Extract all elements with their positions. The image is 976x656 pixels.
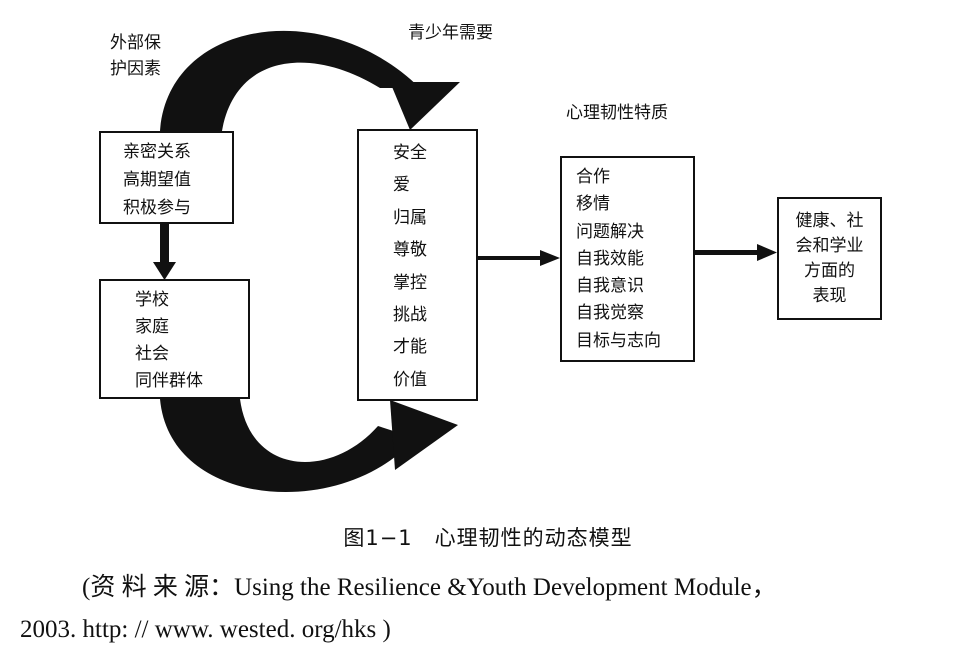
list-item: 尊敬: [393, 240, 427, 261]
list-item: 积极参与: [123, 198, 191, 218]
label-youth-needs: 青少年需要: [408, 23, 493, 43]
list-item: 挑战: [393, 305, 427, 326]
list-item: 掌控: [393, 272, 427, 293]
list-item: 移情: [576, 194, 610, 215]
list-item: 同伴群体: [135, 371, 203, 391]
contexts-box: 学校 家庭 社会 同伴群体: [99, 279, 250, 399]
list-item: 合作: [576, 167, 610, 187]
list-item: 自我觉察: [576, 303, 644, 324]
down-arrow: [153, 224, 176, 280]
bottom-cycle-arrow: [160, 399, 458, 493]
list-item: 社会: [135, 344, 169, 364]
list-item: 自我意识: [576, 276, 644, 297]
label-external-protective-factors: 外部保 护因素: [110, 33, 161, 79]
youth-needs-box: 安全 爱 归属 尊敬 掌控 挑战 才能 价值: [357, 129, 478, 401]
arrow-traits-to-outcomes: [695, 244, 777, 261]
source-line-1: (资 料 来 源：Using the Resilience &Youth Dev…: [82, 574, 777, 601]
list-item: 安全: [393, 143, 427, 163]
list-item: 健康、社: [795, 211, 864, 231]
resilience-traits-box: 合作 移情 问题解决 自我效能 自我意识 自我觉察 目标与志向: [560, 156, 695, 362]
list-item: 高期望值: [123, 170, 191, 190]
list-item: 亲密关系: [123, 142, 191, 162]
top-cycle-arrow: [160, 30, 460, 131]
list-item: 才能: [393, 337, 427, 358]
list-item: 会和学业: [795, 236, 864, 256]
label-resilience-traits: 心理韧性特质: [566, 103, 668, 123]
resilience-model-diagram: [153, 30, 777, 493]
list-item: 价值: [393, 369, 427, 390]
list-item: 问题解决: [576, 221, 644, 242]
outcomes-box: 健康、社 会和学业 方面的 表现: [777, 197, 882, 320]
list-item: 自我效能: [576, 248, 644, 269]
list-item: 目标与志向: [576, 330, 661, 351]
protective-factors-box: 亲密关系 高期望值 积极参与: [99, 131, 234, 224]
arrow-needs-to-traits: [478, 250, 560, 266]
list-item: 归属: [393, 207, 427, 228]
list-item: 爱: [393, 175, 410, 196]
list-item: 表现: [812, 286, 847, 306]
list-item: 方面的: [804, 261, 855, 281]
source-line-2: 2003. http: // www. wested. org/hks ): [20, 616, 391, 643]
source-citation: (资 料 来 源：Using the Resilience &Youth Dev…: [20, 567, 970, 651]
figure-caption: 图1−1 心理韧性的动态模型: [343, 526, 633, 550]
list-item: 家庭: [135, 317, 169, 337]
list-item: 学校: [135, 290, 169, 310]
